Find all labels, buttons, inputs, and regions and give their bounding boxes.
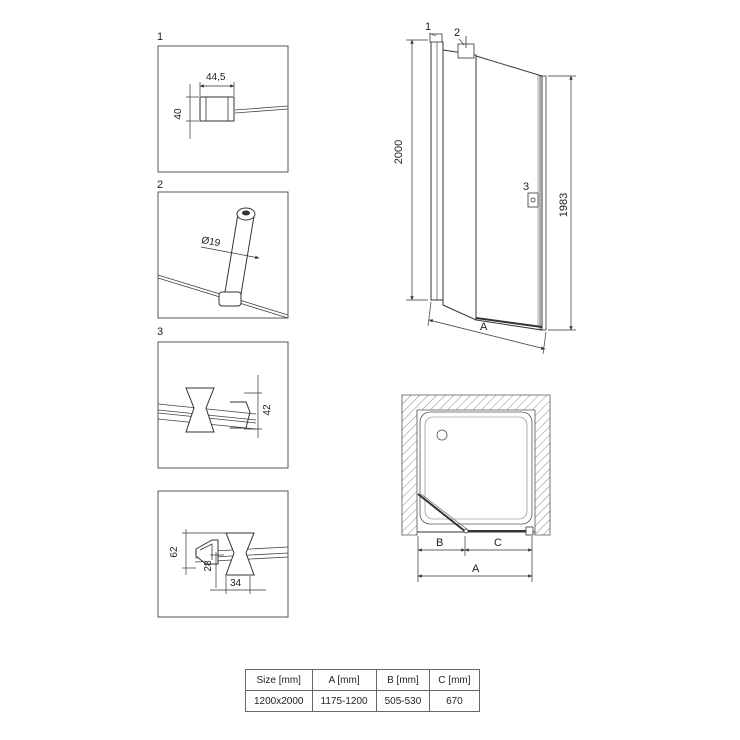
front-view-knob	[527, 192, 539, 208]
detail-3-dim-height: 42	[262, 404, 273, 416]
spec-cell-b: 505-530	[375, 690, 431, 712]
detail-2-number: 2	[157, 179, 163, 191]
spec-header-c: C [mm]	[429, 669, 480, 691]
plan-view: B C A	[401, 394, 551, 582]
detail-3-knob	[185, 387, 215, 433]
spec-cell-c: 670	[429, 690, 480, 712]
detail-4-frame	[157, 490, 289, 618]
detail-4-knob	[225, 532, 255, 576]
detail-1-dim-width: 44,5	[206, 72, 226, 83]
front-view: 1 2 3 2000 1983 A	[393, 21, 576, 355]
detail-2-hinge-base	[218, 291, 242, 307]
plan-view-shower-tray	[419, 411, 533, 525]
front-view-callout-1: 1	[425, 21, 431, 33]
plan-view-dim-c: C	[494, 537, 502, 549]
spec-header-size: Size [mm]	[245, 669, 313, 691]
detail-3-number: 3	[157, 326, 163, 338]
spec-cell-size: 1200x2000	[245, 690, 313, 712]
detail-3-glass-line	[157, 403, 257, 415]
front-view-callout-3: 3	[523, 181, 529, 193]
front-view-dim-a: A	[480, 321, 488, 333]
plan-view-folding-panel	[417, 493, 467, 533]
plan-view-dim-a: A	[472, 563, 480, 575]
detail-1-number: 1	[157, 31, 163, 43]
detail-2: 2 Ø19	[157, 179, 289, 319]
detail-2-dim-diameter: Ø19	[200, 235, 221, 249]
front-view-door-profile	[539, 75, 547, 331]
plan-view-dim-b: B	[436, 537, 443, 549]
detail-4-dim-34: 34	[230, 578, 242, 589]
spec-table-header-row: Size [mm] A [mm] B [mm] C [mm]	[245, 669, 480, 691]
table-row: 1200x2000 1175-1200 505-530 670	[245, 690, 480, 712]
spec-cell-a: 1175-1200	[311, 690, 377, 712]
detail-4: 62 28 34	[157, 490, 289, 618]
plan-view-drain	[436, 429, 448, 441]
front-view-folding-panel	[442, 49, 477, 321]
detail-1: 1 44,5 40	[157, 31, 289, 173]
front-view-dim-2000: 2000	[393, 140, 405, 164]
spec-header-a: A [mm]	[311, 669, 377, 691]
detail-2-frame	[157, 191, 289, 319]
front-view-callout-2: 2	[454, 27, 460, 39]
detail-1-dim-height: 40	[173, 108, 184, 120]
detail-4-dim-28: 28	[203, 560, 214, 572]
detail-1-bracket	[199, 96, 235, 122]
detail-3: 3 42	[157, 326, 289, 469]
detail-2-hinge-rod	[223, 213, 239, 299]
front-view-wall-bracket	[429, 33, 443, 43]
spec-header-b: B [mm]	[375, 669, 431, 691]
detail-3-frame	[157, 341, 289, 469]
detail-1-glass-line	[234, 105, 289, 111]
detail-4-dim-62: 62	[169, 546, 180, 558]
spec-table: Size [mm] A [mm] B [mm] C [mm] 1200x2000…	[245, 669, 480, 712]
front-view-dim-1983: 1983	[558, 193, 570, 217]
plan-view-walls	[401, 394, 551, 536]
